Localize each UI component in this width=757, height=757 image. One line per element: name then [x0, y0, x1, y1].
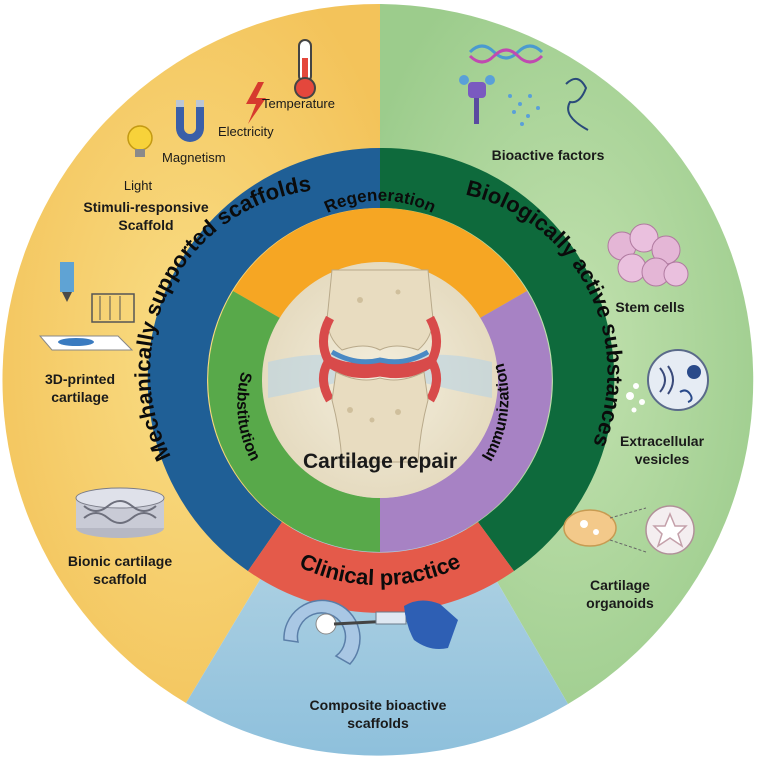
composite-scaffold-injection-icon	[283, 599, 458, 665]
light-bulb-icon	[127, 125, 153, 157]
magnet-icon	[176, 100, 204, 142]
knee-joint-illustration	[268, 269, 492, 463]
printed-label-line2: cartilage	[51, 389, 109, 405]
electricity-icon	[246, 82, 266, 124]
stem-cells-icon	[607, 223, 689, 287]
light-label: Light	[124, 178, 153, 193]
3d-printer-icon	[38, 262, 135, 351]
organoids-label-line2: organoids	[586, 595, 654, 611]
composite-label-line1: Composite bioactive	[310, 697, 447, 713]
electricity-label: Electricity	[218, 124, 274, 139]
ring-bottom-segment	[248, 522, 514, 613]
bioactive-factors-icon	[459, 44, 589, 131]
thermometer-icon	[294, 39, 316, 99]
vesicles-label-line1: Extracellular	[620, 433, 705, 449]
bionic-label-line2: scaffold	[93, 571, 147, 587]
vesicles-label-line2: vesicles	[635, 451, 690, 467]
stem-cells-label: Stem cells	[615, 299, 684, 315]
cartilage-organoids-icon	[563, 505, 695, 555]
ring-right-segment	[380, 147, 615, 571]
stimuli-title-line1: Stimuli-responsive	[83, 199, 208, 215]
bionic-scaffold-icon	[75, 487, 165, 538]
ring-left-segment	[147, 147, 380, 571]
magnetism-label: Magnetism	[162, 150, 226, 165]
extracellular-vesicles-icon	[626, 349, 709, 413]
inner-left-segment	[208, 291, 380, 552]
inner-right-segment	[380, 291, 552, 552]
printed-label-line1: 3D-printed	[45, 371, 115, 387]
center-title: Cartilage repair	[303, 450, 457, 473]
stimuli-title-line2: Scaffold	[118, 217, 173, 233]
bionic-label-line1: Bionic cartilage	[68, 553, 172, 569]
composite-label-line2: scaffolds	[347, 715, 409, 731]
bioactive-label: Bioactive factors	[492, 147, 605, 163]
organoids-label-line1: Cartilage	[590, 577, 650, 593]
temperature-label: Temperature	[262, 96, 335, 111]
